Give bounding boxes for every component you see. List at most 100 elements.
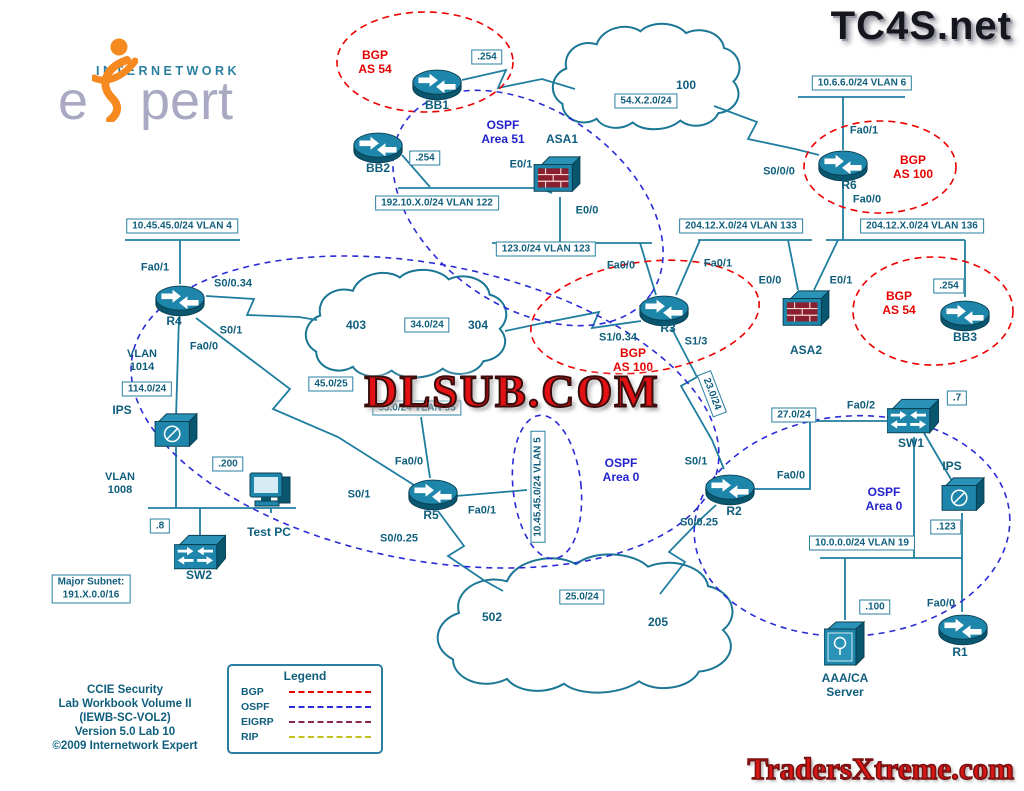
subnet-vlan6: 10.6.6.0/24 VLAN 6 [811, 75, 913, 91]
annotation-ospf-area0-mid: OSPF Area 0 [602, 455, 640, 484]
router-r2-icon [704, 471, 756, 507]
serial-r4-r5 [195, 317, 415, 486]
legend-line-ospf [289, 706, 371, 708]
cloud-top-number: 100 [675, 77, 697, 92]
credits-line-3: (IEWB-SC-VOL2) [79, 712, 171, 724]
subnet-114: 114.0/24 [121, 381, 173, 397]
iface-r6-fa01: Fa0/1 [849, 124, 879, 137]
link-r2-sw1 [753, 420, 891, 490]
legend-row-rip: RIP [241, 731, 371, 743]
legend-line-eigrp [289, 721, 371, 723]
iface-asa2-e01: E0/1 [829, 274, 853, 287]
ip-sw2: .8 [149, 518, 171, 534]
link-asa2-e01 [813, 239, 839, 291]
serial-cloud-r2 [659, 504, 717, 595]
ips-right-icon [941, 476, 985, 516]
iface-asa1-e01: E0/1 [509, 158, 533, 171]
serial-cloud-r6 [713, 105, 820, 156]
subnet-vlan122: 192.10.X.0/24 VLAN 122 [375, 195, 499, 211]
switch-sw1-icon [887, 397, 939, 437]
label-test-pc: Test PC [247, 524, 291, 539]
label-asa1: ASA1 [545, 131, 579, 146]
ip-bb1: .254 [471, 49, 503, 65]
label-r1: R1 [952, 644, 968, 659]
iface-asa1-e00: E0/0 [575, 204, 599, 217]
iface-r5-s0025: S0/0.25 [380, 532, 418, 545]
link-bb2-vlan122 [401, 154, 431, 188]
iface-r4-fa00: Fa0/0 [189, 340, 219, 353]
annotation-bgp-as54-bb1: BGP AS 54 [358, 47, 392, 76]
legend-line-rip [289, 736, 371, 738]
label-ips-left: IPS [112, 402, 132, 417]
ip-sw1: .7 [946, 390, 968, 406]
label-bb1: BB1 [424, 97, 450, 112]
annotation-vlan-1014: VLAN 1014 [127, 348, 157, 373]
ip-test-pc: .200 [212, 456, 244, 472]
router-r5-icon [407, 476, 459, 512]
router-bb2-icon [352, 129, 404, 165]
annotation-ospf-area0-right: OSPF Area 0 [865, 484, 903, 513]
credits-line-4: Version 5.0 Lab 10 [74, 726, 176, 738]
solid-links [125, 96, 966, 620]
label-bb3: BB3 [952, 329, 978, 344]
subnet-27: 27.0/24 [771, 407, 817, 423]
serial-links [195, 68, 820, 595]
subnet-45: 45.0/25 [308, 376, 354, 392]
ip-bb3: .254 [933, 278, 965, 294]
serial-r5-cloud [437, 510, 504, 592]
cloud-top [551, 22, 741, 131]
iface-asa2-e00: E0/0 [758, 274, 782, 287]
iface-r4-fa01: Fa0/1 [140, 261, 170, 274]
iface-r6-fa00: Fa0/0 [852, 193, 882, 206]
label-aaa-server: AAA/CA Server [821, 670, 869, 699]
workbook-credits: CCIE Security Lab Workbook Volume II (IE… [38, 683, 212, 753]
logo-figure-icon [90, 36, 139, 127]
label-sw1: SW1 [897, 435, 925, 450]
bgp-as54-bb3-boundary [852, 256, 1014, 366]
serial-r4-cloud [205, 295, 318, 321]
iface-r4-s0034: S0/0.34 [214, 277, 252, 290]
link-sw1-ips [923, 432, 953, 482]
subnet-vlan123: 123.0/24 VLAN 123 [495, 241, 597, 257]
router-r4-icon [154, 282, 206, 318]
cloud-mid-subnet: 34.0/24 [404, 317, 450, 333]
credits-line-1: CCIE Security [86, 684, 164, 696]
firewall-asa1-icon [533, 155, 581, 197]
iface-r1-fa00: Fa0/0 [926, 597, 956, 610]
subnet-vlan55: 55.0/24 VLAN 55 [372, 400, 462, 416]
subnet-vlan133: 204.12.X.0/24 VLAN 133 [679, 218, 803, 234]
serial-bb1-cloud [461, 68, 576, 90]
router-bb3-icon [939, 297, 991, 333]
annotation-ospf-area51: OSPF Area 51 [481, 117, 525, 146]
cloud-mid-left: 403 [345, 317, 367, 332]
legend-label-rip: RIP [241, 731, 259, 743]
ips-left-icon [154, 412, 198, 452]
bgp-as100-r6-boundary [803, 120, 957, 214]
ip-aaa-server: .100 [859, 599, 891, 615]
label-r6: R6 [841, 177, 857, 192]
link-r4-fa00-ips [175, 316, 180, 419]
watermark-dlsub: DLSUB.COM [363, 365, 660, 418]
link-r5-fa00 [420, 416, 431, 479]
test-pc-icon [248, 471, 294, 511]
iface-r3-s13: S1/3 [684, 335, 708, 348]
iface-r2-s01: S0/1 [684, 455, 708, 468]
iface-r5-fa00: Fa0/0 [394, 455, 424, 468]
cloud-bottom-right: 205 [647, 614, 669, 629]
ip-ips-right: .123 [930, 519, 962, 535]
legend-title: Legend [283, 669, 327, 683]
bgp-as100-r3-boundary [530, 259, 760, 375]
serial-r3-cloud [504, 310, 642, 332]
iface-r5-fa01: Fa0/1 [467, 504, 497, 517]
cloud-mid-right: 304 [467, 317, 489, 332]
legend-row-eigrp: EIGRP [241, 716, 371, 728]
annotation-bgp-as54-bb3: BGP AS 54 [882, 288, 916, 317]
annotation-bgp-as100-r3: BGP AS 100 [612, 345, 654, 374]
iface-r3-fa01: Fa0/1 [703, 257, 733, 270]
label-r2: R2 [726, 503, 742, 518]
major-subnet-note: Major Subnet: 191.X.0.0/16 [51, 574, 131, 604]
iface-r2-s0025: S0/0.25 [680, 516, 718, 529]
subnet-vlan5: 10.45.45.0/24 VLAN 5 [530, 431, 546, 543]
credits-line-5: ©2009 Internetwork Expert [52, 740, 198, 752]
